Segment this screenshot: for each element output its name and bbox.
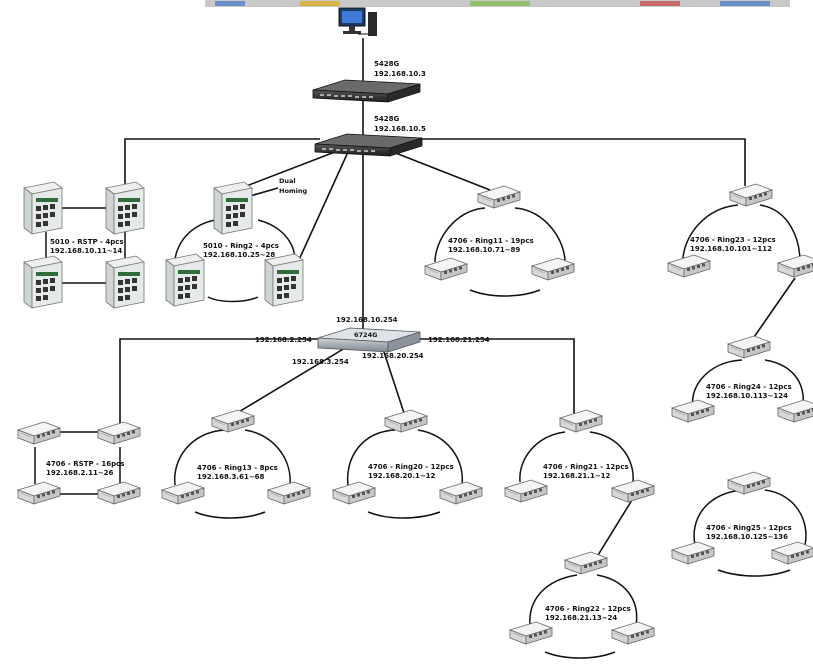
ring13-devices — [161, 409, 311, 505]
router-ip-top: 192.168.10.254 — [336, 316, 398, 324]
ring20-name: 4706 - Ring20 - 12pcs — [368, 463, 454, 471]
router-ip-left: 192.168.2.254 — [255, 336, 312, 344]
ring21-range: 192.168.21.1~12 — [543, 472, 611, 480]
router-ip-lower-right: 192.168.20.254 — [362, 352, 424, 360]
main-switch-ip: 192.168.10.5 — [374, 125, 426, 133]
ring20-devices — [332, 409, 483, 505]
ring11-devices — [424, 185, 575, 281]
ring22-name: 4706 - Ring22 - 12pcs — [545, 605, 631, 613]
ring25-range: 192.168.10.125~136 — [706, 533, 788, 541]
ring11-name: 4706 - Ring11 - 19pcs — [448, 237, 534, 245]
ring21-name: 4706 - Ring21 - 12pcs — [543, 463, 629, 471]
ring20-range: 192.168.20.1~12 — [368, 472, 436, 480]
ring22-range: 192.168.21.13~24 — [545, 614, 617, 622]
group-5010-rstp-name: 5010 - RSTP - 4pcs — [50, 238, 124, 246]
switch-5428g-main — [314, 133, 423, 157]
router-ip-lower-left: 192.168.3.254 — [292, 358, 349, 366]
ring24-name: 4706 - Ring24 - 12pcs — [706, 383, 792, 391]
group-5010-rstp-range: 192.168.10.11~14 — [50, 247, 122, 255]
main-switch-model: 5428G — [374, 115, 399, 123]
dual-homing-label-line2: Homing — [279, 187, 308, 195]
top-switch-ip: 192.168.10.3 — [374, 70, 426, 78]
router-ip-right: 192.168.21.254 — [428, 336, 490, 344]
dual-homing-label-line1: Dual — [279, 177, 296, 185]
switch-5428g-top — [312, 79, 421, 103]
ring24-devices — [671, 335, 813, 423]
ring21-devices — [504, 409, 655, 503]
ring13-range: 192.168.3.61~68 — [197, 473, 265, 481]
ring24-range: 192.168.10.113~124 — [706, 392, 788, 400]
pc-monitor-icon — [338, 7, 377, 36]
connection-lines — [119, 38, 796, 561]
top-switch-model: 5428G — [374, 60, 399, 68]
group-5010-ring2-name: 5010 - Ring2 - 4pcs — [203, 242, 279, 250]
ring25-devices — [671, 471, 813, 565]
rstp-4706-range: 192.168.2.11~26 — [46, 469, 114, 477]
router-model-label: 6724G — [354, 331, 377, 339]
top-toolbar-strip — [205, 0, 790, 7]
ring13-name: 4706 - Ring13 - 8pcs — [197, 464, 278, 472]
ring23-range: 192.168.10.101~112 — [690, 245, 772, 253]
rstp-4706-name: 4706 - RSTP - 16pcs — [46, 460, 124, 468]
ring25-name: 4706 - Ring25 - 12pcs — [706, 524, 792, 532]
ring23-name: 4706 - Ring23 - 12pcs — [690, 236, 776, 244]
ring11-range: 192.168.10.71~89 — [448, 246, 520, 254]
router-6724g — [317, 327, 421, 353]
ring23-devices — [667, 183, 813, 278]
group-5010-ring2-range: 192.168.10.25~28 — [203, 251, 275, 259]
